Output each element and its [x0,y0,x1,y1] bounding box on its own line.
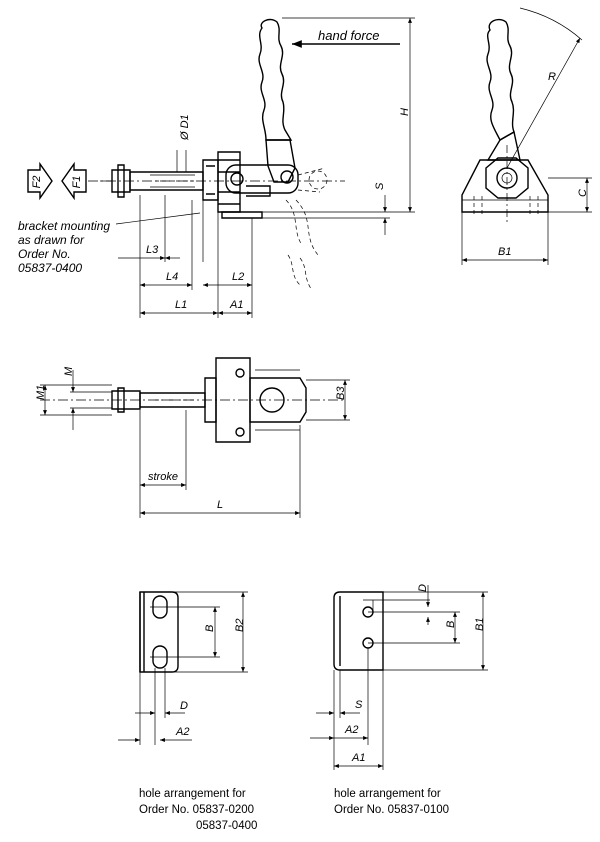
pivot-hole-2 [280,170,294,184]
caption-right-line-2: Order No. 05837-0100 [334,804,449,816]
link-body [225,164,299,194]
label-M1: M1 [35,385,47,400]
bracket-body [217,151,241,213]
label-D-left: D [180,700,188,712]
label-H: H [399,108,411,116]
label-A2-left: A2 [175,726,189,738]
label-B1-right: B1 [474,618,486,631]
label-L: L [217,499,223,511]
front-view: R C B1 [461,7,592,265]
label-B3: B3 [335,386,347,400]
top-spindle [111,387,141,413]
front-handle-neck [486,130,521,161]
caption-left-line-1: hole arrangement for [139,788,246,800]
hand-force-label: hand force [318,28,379,43]
label-B1-front: B1 [498,246,511,258]
caption-left-line-2: Order No. 05837-0200 [139,804,254,816]
label-B-left: B [204,625,216,632]
top-head [249,377,307,423]
force-arrows: F2 F1 [27,161,87,201]
label-L3: L3 [146,244,159,256]
open-position-pivot [308,170,328,190]
hole-arrangement-right: D B B1 S A2 A1 [310,584,488,770]
front-hex [485,157,529,199]
hole-arrangement-left: B B2 D A2 [118,591,248,745]
label-C: C [577,189,589,197]
hex-nut [202,159,219,201]
note-line-3: Order No. [18,247,71,261]
captions: hole arrangement for Order No. 05837-020… [139,788,449,832]
label-M: M [63,366,75,376]
f2-arrow-icon [27,161,53,201]
label-B-right: B [445,621,457,628]
label-L4: L4 [166,271,178,283]
pivot-hole [230,172,244,186]
side-view-dimensions: L3 L4 L2 L1 A1 [118,195,253,318]
dim-H: H [255,17,415,213]
base-plate [221,211,263,219]
top-view: M1 M B3 stroke L [35,357,350,518]
note-line-1: bracket mounting [18,219,110,233]
label-F2: F2 [31,176,43,189]
handle-grip [258,18,293,141]
open-position-lever [285,199,319,256]
label-L2: L2 [232,271,244,283]
label-S: S [374,182,386,190]
label-L1: L1 [175,299,187,311]
note-line-4: 05837-0400 [18,261,82,275]
label-A2-right: A2 [344,724,358,736]
label-A1: A1 [229,299,243,311]
caption-left-line-3: 05837-0400 [196,820,257,832]
f1-arrow-icon [61,161,87,201]
label-D-right: D [417,584,429,592]
label-D1: Ø D1 [179,114,191,141]
label-B2: B2 [234,619,246,632]
handle-lever [265,139,296,183]
dim-S: S [262,182,390,235]
hand-force: hand force [292,28,400,48]
dim-D1: Ø D1 [176,114,191,172]
bracket-note: bracket mounting as drawn for Order No. … [18,212,201,275]
front-handle-grip [486,18,515,141]
label-A1-right: A1 [351,752,365,764]
label-S-right: S [355,699,363,711]
label-R: R [548,71,556,83]
caption-right-line-1: hole arrangement for [334,788,441,800]
side-view [88,18,345,291]
note-line-2: as drawn for [18,233,85,247]
label-F1: F1 [71,176,83,189]
label-stroke: stroke [148,471,178,483]
